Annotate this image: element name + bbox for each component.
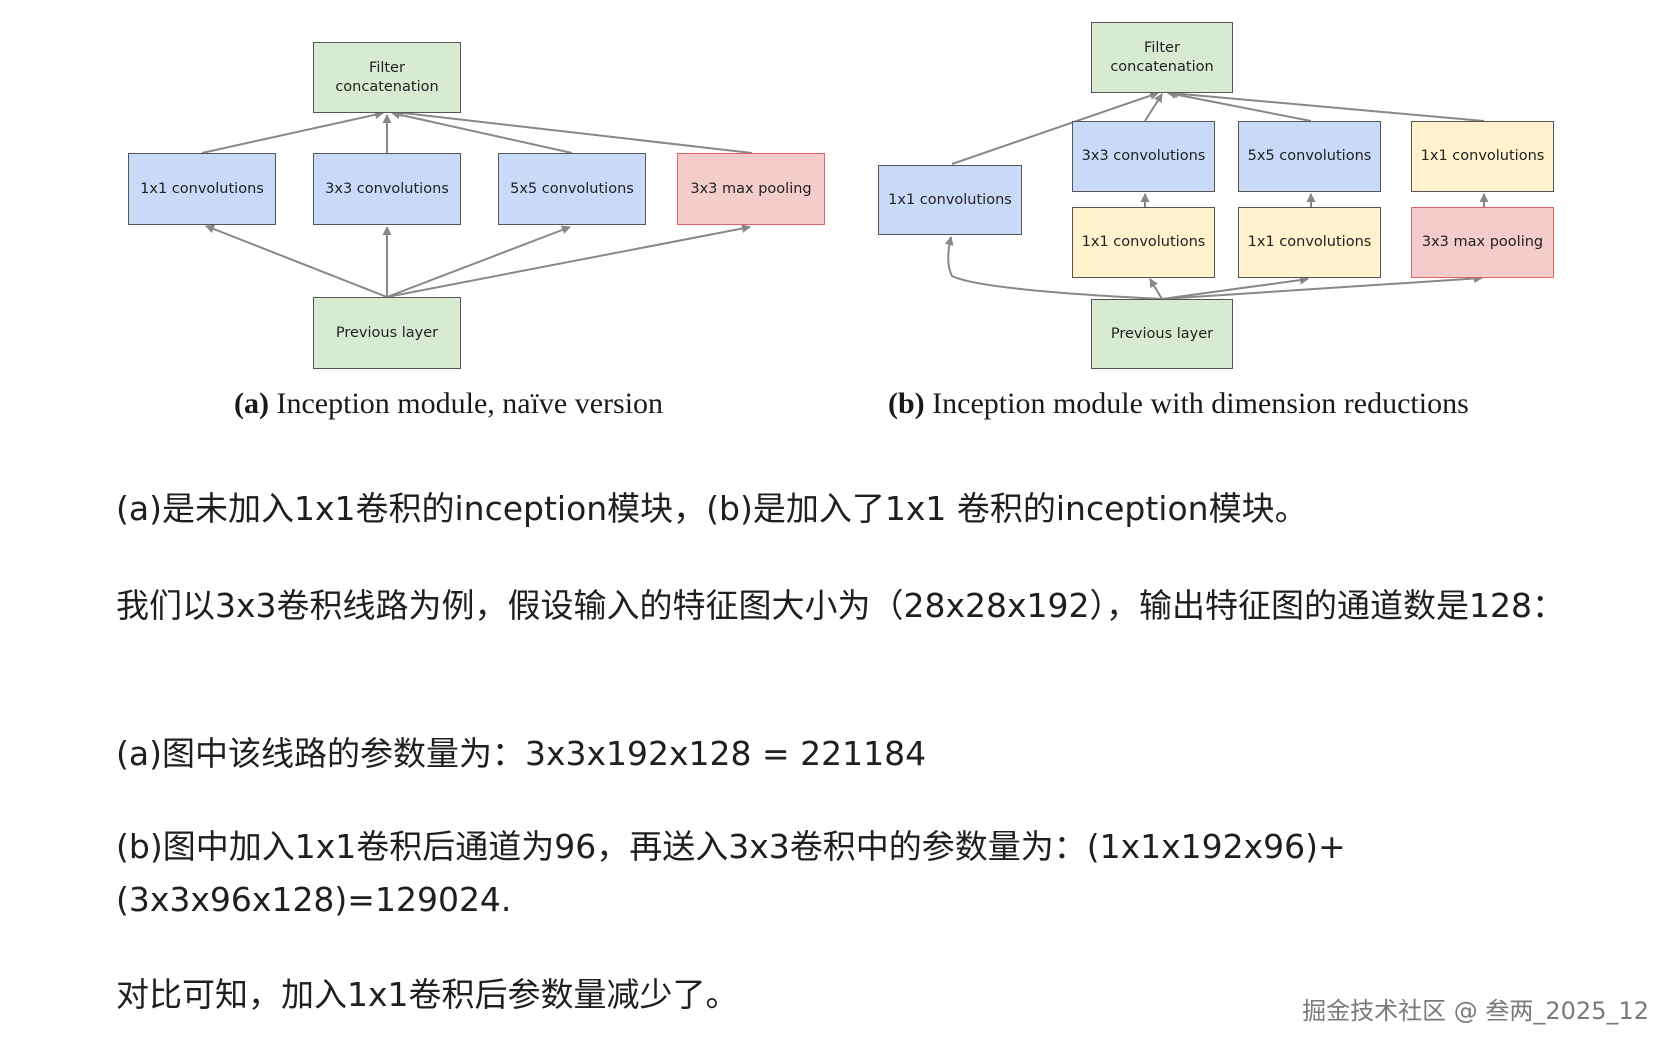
a-3x3-max-pooling: 3x3 max pooling [677,153,825,225]
watermark: 掘金技术社区 @ 叁两_2025_12 [1302,997,1649,1025]
arrow-b-prev-reduce3 [1149,278,1163,300]
caption-a: (a) Inception module, naïve version [234,387,663,421]
b-1x1-convolutions-after-pool: 1x1 convolutions [1411,121,1554,192]
caption-b: (b) Inception module with dimension redu… [888,387,1469,421]
paragraph-conclusion: 对比可知，加入1x1卷积后参数量减少了。 [116,975,739,1014]
arrow-b-prev-reduce5 [1161,275,1309,300]
a-1x1-convolutions: 1x1 convolutions [128,153,276,225]
b-5x5-convolutions: 5x5 convolutions [1238,121,1381,192]
b-1x1-reduce-5x5: 1x1 convolutions [1238,207,1381,278]
arrow-b-prev-pool [1161,274,1483,300]
arrow-a-conv5-concat [391,110,573,154]
arrow-b-conv1post-concat [1169,89,1485,122]
b-1x1-convolutions: 1x1 convolutions [878,165,1022,235]
arrow-a-prev-pool [386,224,751,298]
paragraph-params-a: (a)图中该线路的参数量为：3x3x192x128 = 221184 [116,734,927,773]
b-3x3-max-pooling: 3x3 max pooling [1411,207,1554,278]
a-filter-concatenation: Filter concatenation [313,42,461,113]
arrow-a-pool-concat [394,108,753,154]
caption-a-text: Inception module, naïve version [276,387,664,420]
a-previous-layer: Previous layer [313,297,461,369]
caption-b-text: Inception module with dimension reductio… [932,387,1469,420]
inception-figure: Filter concatenation 1x1 convolutions 3x… [0,0,1671,440]
arrow-b-prev-conv1 [944,236,1163,300]
b-3x3-convolutions: 3x3 convolutions [1072,121,1215,192]
paragraph-example: 我们以3x3卷积线路为例，假设输入的特征图大小为（28x28x192），输出特征… [116,586,1566,625]
b-1x1-reduce-3x3: 1x1 convolutions [1072,207,1215,278]
b-filter-concatenation: Filter concatenation [1091,22,1233,93]
a-3x3-convolutions: 3x3 convolutions [313,153,461,225]
arrow-a-conv1-concat [201,110,384,154]
a-5x5-convolutions: 5x5 convolutions [498,153,646,225]
caption-b-label: (b) [888,387,925,420]
b-previous-layer: Previous layer [1091,299,1233,369]
caption-a-label: (a) [234,387,269,420]
arrow-a-prev-conv5 [386,225,571,298]
paragraph-intro: (a)是未加入1x1卷积的inception模块，(b)是加入了1x1 卷积的i… [116,489,1308,528]
arrow-b-conv1-concat [951,91,1159,165]
arrow-layer [201,89,1489,300]
arrow-a-prev-conv1 [205,224,388,298]
arrow-b-conv3-concat [1144,93,1163,122]
arrow-b-conv5-concat [1167,90,1312,122]
paragraph-params-b: (b)图中加入1x1卷积后通道为96，再送入3x3卷积中的参数量为：(1x1x1… [116,827,1346,919]
